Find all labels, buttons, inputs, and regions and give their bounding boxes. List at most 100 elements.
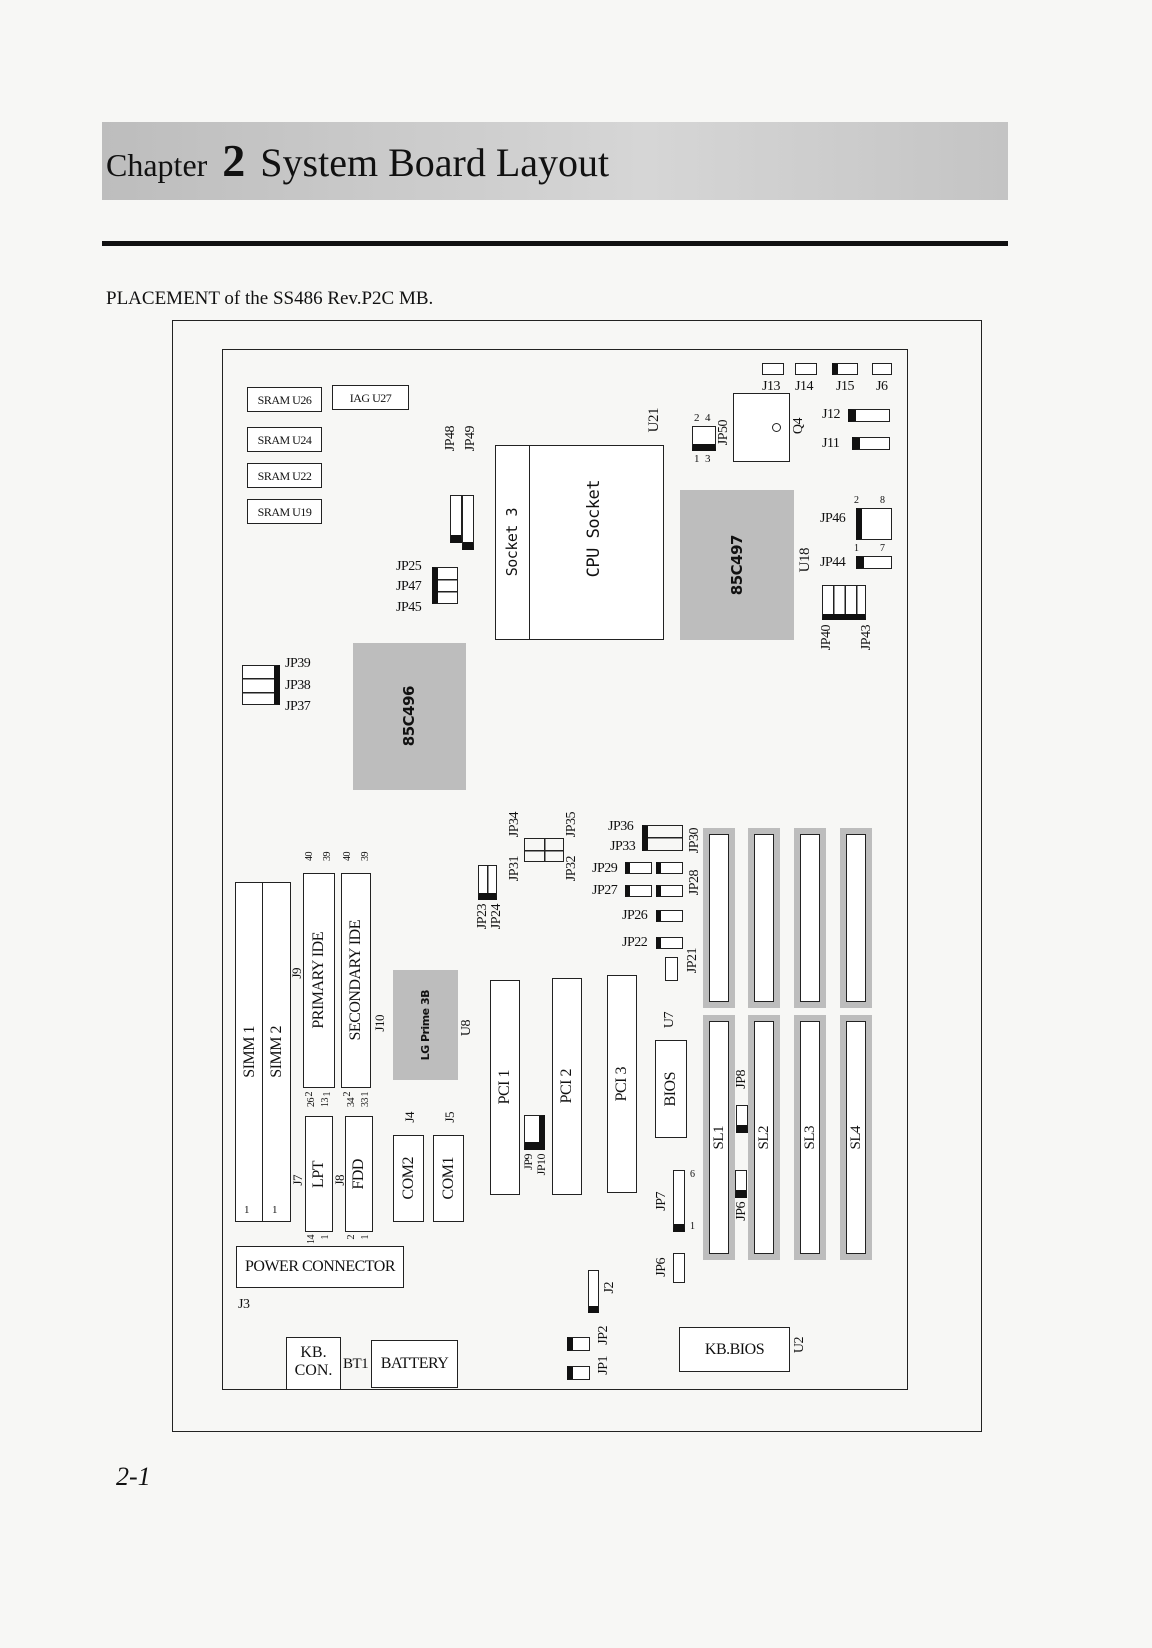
jp45-label: JP45 — [396, 600, 422, 615]
sram-u24: SRAM U24 — [247, 427, 322, 452]
jumper-jp8 — [736, 1105, 748, 1133]
subtitle: PLACEMENT of the SS486 Rev.P2C MB. — [106, 288, 434, 309]
battery: BATTERY — [371, 1340, 458, 1388]
jumper-j13 — [762, 363, 784, 375]
pci-slot-2: PCI 2 — [552, 978, 582, 1195]
jumper-jp21 — [665, 957, 678, 981]
jp46-pin-7: 7 — [880, 543, 885, 554]
pci-1-label: PCI 1 — [496, 1070, 513, 1105]
sram-u19: SRAM U19 — [247, 499, 322, 524]
j7-label: J7 — [290, 1175, 305, 1186]
jp46-pin-8: 8 — [880, 495, 885, 506]
jp7-label: JP7 — [654, 1192, 669, 1211]
jp27-label: JP27 — [592, 883, 618, 898]
isa-slot-2-body: SL2 — [754, 1021, 774, 1254]
isa-slot-3-body: SL3 — [800, 1021, 820, 1254]
isa-slot-1-upper-body — [709, 834, 729, 1002]
jp10-label: JP10 — [534, 1154, 548, 1176]
jumper-j15 — [832, 363, 858, 375]
power-connector: POWER CONNECTOR — [236, 1246, 404, 1288]
jp50-label: JP50 — [716, 420, 731, 446]
lpt-pin-13: 13 — [320, 1098, 331, 1107]
pci-3-label: PCI 3 — [613, 1066, 630, 1102]
bios-label: BIOS — [662, 1071, 679, 1107]
isa-slot-3: SL3 — [794, 1015, 826, 1260]
jumper-j11 — [852, 437, 890, 450]
u21-label: U21 — [646, 408, 662, 433]
jp33-label: JP33 — [610, 839, 636, 854]
com1-connector: COM1 — [433, 1135, 464, 1222]
kb-connector: KB. CON. — [286, 1337, 341, 1390]
isa-slot-4-body: SL4 — [846, 1021, 866, 1254]
jp22-label: JP22 — [622, 935, 648, 950]
chapter-title-text: System Board Layout — [260, 140, 610, 185]
ide1-pin-39: 39 — [322, 852, 333, 861]
isa-slot-1-upper — [703, 828, 735, 1008]
jumper-jp6-vertical — [735, 1170, 747, 1198]
j12-label: J12 — [822, 407, 840, 422]
jumper-jp46 — [856, 508, 892, 540]
jp34-label: JP34 — [507, 812, 522, 838]
jumper-jp7 — [673, 1170, 685, 1232]
pci-slot-3: PCI 3 — [607, 975, 637, 1193]
bt1-label: BT1 — [343, 1356, 369, 1372]
lpt-pin-14: 14 — [306, 1235, 317, 1244]
jp38-label: JP38 — [285, 678, 311, 693]
j13-label: J13 — [762, 379, 780, 394]
jumper-jp26 — [656, 910, 683, 922]
jumper-j12 — [848, 409, 890, 422]
simm-2-label: SIMM 2 — [267, 1026, 285, 1078]
j5-label: J5 — [442, 1112, 457, 1123]
chip-85c497-label: 85C497 — [727, 534, 746, 596]
fdd-label: FDD — [350, 1158, 367, 1190]
outer-frame — [172, 320, 982, 1432]
jumper-jp50 — [692, 426, 716, 451]
simm-1-slot: SIMM 1 — [235, 882, 264, 1222]
jp6-label-upper: JP6 — [734, 1202, 749, 1221]
simm-1-label: SIMM 1 — [240, 1026, 258, 1078]
isa-slot-3-upper — [794, 828, 826, 1008]
j3-label: J3 — [238, 1297, 250, 1312]
jp31-label: JP31 — [507, 856, 522, 882]
isa-slot-4: SL4 — [840, 1015, 872, 1260]
j15-label: J15 — [836, 379, 854, 394]
sl3-label: SL3 — [801, 1125, 818, 1150]
fdd-connector: FDD — [345, 1116, 373, 1232]
u8-label: U8 — [459, 1020, 474, 1037]
jumper-jp1 — [567, 1366, 590, 1380]
jp25-label: JP25 — [396, 559, 422, 574]
jp50-pin-1: 1 — [694, 453, 700, 465]
q4-label: Q4 — [791, 418, 806, 435]
q4-component — [733, 393, 790, 462]
jp7-pin-6: 6 — [690, 1169, 695, 1180]
jp46-label: JP46 — [820, 511, 846, 526]
fdd-pin-34: 34 — [346, 1098, 357, 1107]
u7-label: U7 — [662, 1012, 677, 1029]
jp46-pin-2: 2 — [854, 495, 859, 506]
jp43-label: JP43 — [859, 625, 874, 651]
j6-label: J6 — [876, 379, 888, 394]
isa-slot-1-body: SL1 — [709, 1021, 729, 1254]
ide1-pin-40: 40 — [304, 852, 315, 861]
fdd-pin-33: 33 — [360, 1098, 371, 1107]
cpu-socket-label: CPU Socket — [584, 480, 604, 578]
primary-ide-connector: PRIMARY IDE — [303, 873, 335, 1088]
q4-circle-icon — [772, 423, 781, 432]
jp29-label: JP29 — [592, 861, 618, 876]
jumper-jp48 — [450, 495, 462, 543]
jp21-label: JP21 — [685, 948, 700, 974]
chip-lg-prime-3b-label: LG Prime 3B — [419, 989, 432, 1061]
chapter-title: Chapter 2 System Board Layout — [106, 134, 609, 187]
chapter-header-band — [102, 122, 1008, 200]
jp50-pin-3: 3 — [705, 453, 711, 465]
chip-85c497: 85C497 — [680, 490, 794, 640]
jp9-label: JP9 — [521, 1154, 535, 1170]
lpt-label: LPT — [310, 1160, 327, 1188]
jp1-label: JP1 — [596, 1356, 611, 1375]
simm-2-pin: 1 — [272, 1204, 278, 1216]
lpt-connector: LPT — [305, 1116, 333, 1232]
secondary-ide-connector: SECONDARY IDE — [341, 873, 371, 1088]
lpt-pin-26: 26 — [306, 1098, 317, 1107]
jp48-label: JP48 — [443, 426, 458, 452]
isa-slot-1: SL1 — [703, 1015, 735, 1260]
